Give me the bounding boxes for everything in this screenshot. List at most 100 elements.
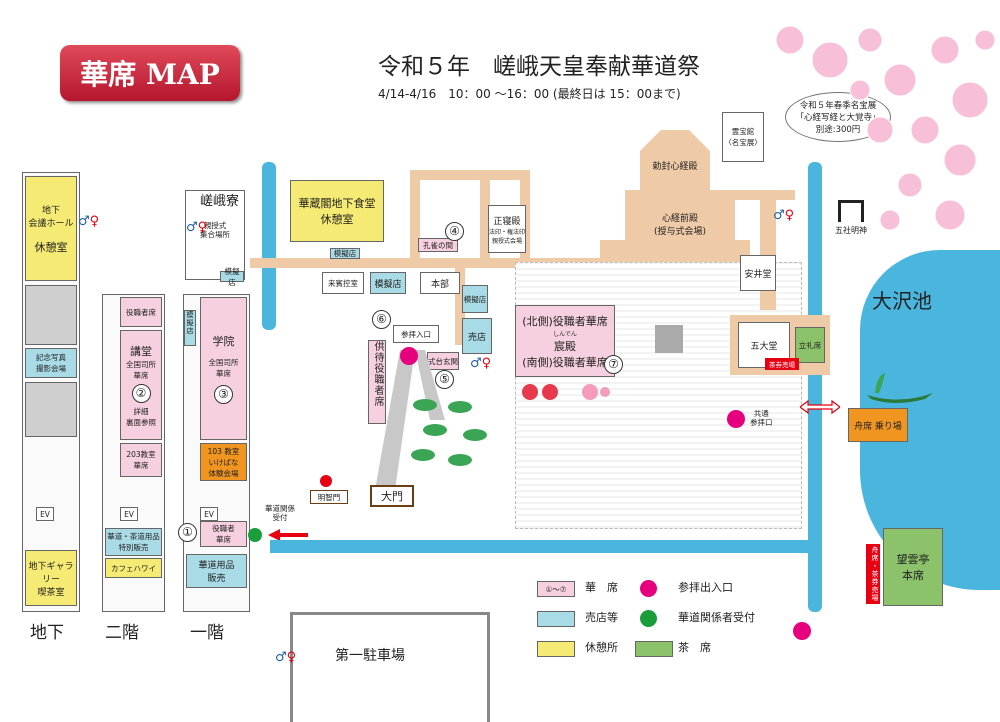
legend-hana-swatch: ①〜⑦ xyxy=(537,581,575,597)
staff-reception-label: 華道関係受付 xyxy=(265,504,295,522)
path-to-shinden xyxy=(455,265,465,345)
osawa-pond-label: 大沢池 xyxy=(872,289,932,313)
cherry-blossom-decoration xyxy=(775,25,996,231)
floor2-room203: 203教室華席 xyxy=(120,443,162,477)
garden-plants xyxy=(411,399,487,466)
torii-icon xyxy=(838,200,864,222)
meichimon-gate: 明智門 xyxy=(310,490,348,504)
page-title: 令和５年 嵯峨天皇奉献華道祭 xyxy=(378,54,700,80)
kazoukaku-building: 華蔵閣地下食堂休憩室 xyxy=(290,180,384,242)
floor2-shop: 華道・茶道用品特別販売 xyxy=(105,528,162,556)
tachirei-seat: 立礼席 xyxy=(795,327,825,363)
event-dates: 4/14-4/16 10：00 〜16：00 (最終日は 15：00まで) xyxy=(378,87,681,101)
legend-tea-label: 茶 席 xyxy=(678,641,711,654)
plum-trees xyxy=(522,384,610,400)
moat-left xyxy=(262,162,276,330)
reihokan: 霊宝館〈名宝展〉 xyxy=(722,112,764,162)
basement-hall: 地下会議ホール 休憩室 xyxy=(25,176,77,281)
legend-rest-swatch xyxy=(537,641,575,657)
legend-rest-label: 休憩所 xyxy=(585,641,618,654)
kujaku-room: 孔雀の間 xyxy=(418,238,458,252)
no-entry-icon xyxy=(320,475,332,487)
staff-reception-dot xyxy=(248,528,262,542)
sanpai-entrance-dot xyxy=(400,347,418,365)
map-badge: 華席 MAP xyxy=(60,45,240,101)
floor1-ev: EV xyxy=(200,507,218,521)
floor2-cafe: カフェハワイ xyxy=(105,558,162,578)
legend-entrance-label: 参拝出入口 xyxy=(678,581,733,594)
floor1-school: 学院 全国司所華席 ③ xyxy=(200,297,247,440)
number-3: ③ xyxy=(214,385,233,404)
floor2-vip: 役職者席 xyxy=(120,297,162,327)
sagaryo-label: 嵯峨寮 xyxy=(200,194,240,209)
basement-photo: 記念写真撮影会場 xyxy=(25,348,77,378)
basement-closed-area-2 xyxy=(25,382,77,437)
gosha-label: 五社明神 xyxy=(835,226,867,235)
boun-pavilion: 望雲亭本席 xyxy=(883,528,943,606)
yasui-hall: 安井堂 xyxy=(740,255,776,291)
parking-lot xyxy=(290,612,490,722)
basement-ev: EV xyxy=(36,507,54,521)
legend-entrance-dot xyxy=(640,580,657,597)
number-5: ⑤ xyxy=(435,370,454,389)
basement-gallery: 地下ギャラリー喫茶室 xyxy=(25,550,77,606)
moat-bottom xyxy=(270,540,820,553)
funa-tag: 舟席・茶券売場 xyxy=(866,544,880,604)
restroom-icon: ♂♀ xyxy=(186,220,208,235)
floor2-hall: 講堂 全国司所華席 ② 詳細裏面参照 xyxy=(120,330,162,440)
path-vertical-left xyxy=(410,170,420,260)
moat-right xyxy=(808,162,822,612)
legend-staff-label: 華道関係者受付 xyxy=(678,611,755,624)
funa-pier: 舟席 乗り場 xyxy=(848,408,908,442)
chokufu-hall: 勅封心経殿 xyxy=(640,130,710,190)
restroom-icon: ♂♀ xyxy=(470,356,492,371)
dragon-boat-icon xyxy=(867,373,933,403)
number-2: ② xyxy=(131,383,151,403)
number-1: ① xyxy=(178,523,197,542)
raihin-room: 来賓控室 xyxy=(322,272,364,294)
number-4: ④ xyxy=(445,222,464,241)
daimon-gate: 大門 xyxy=(370,485,414,507)
godai-hall: 五大堂 xyxy=(738,322,790,368)
kyotsu-entrance-dot xyxy=(727,410,745,428)
sagaryo-shop: 模擬店 xyxy=(220,267,244,287)
mogiten-1: 模擬店 xyxy=(370,272,406,294)
arrow-left-icon xyxy=(268,529,308,541)
sanpai-entrance: 参拝入口 xyxy=(393,325,439,343)
kazoukaku-shop: 模擬店 xyxy=(330,248,360,259)
number-7: ⑦ xyxy=(604,355,623,374)
exhibition-callout: 令和５年春季名宝展「心経写経と大覚寺」別途:300円 xyxy=(785,92,891,142)
shinden-building: (北側)役職者華席 しんでん 宸殿 (南側)役職者華席 xyxy=(515,305,615,377)
chaken-booth: 茶券売場 xyxy=(765,358,799,370)
restroom-icon: ♂♀ xyxy=(773,208,795,223)
floor1-vip: 役職者華席 xyxy=(200,521,247,547)
number-6: ⑥ xyxy=(372,310,391,329)
main-path-horizontal xyxy=(250,258,610,268)
path-vertical-mid xyxy=(480,170,490,260)
label-floor1: 一階 xyxy=(190,623,224,643)
label-floor2: 二階 xyxy=(105,623,139,643)
approach-path xyxy=(375,350,445,490)
floor1-shop-tag: 模擬店 xyxy=(184,310,196,346)
mogiten-2: 模擬店 xyxy=(462,285,488,313)
legend-shop-label: 売店等 xyxy=(585,611,618,624)
double-arrow-icon xyxy=(800,399,840,415)
sagaryo-building: 嵯峨寮 親授式集合場所 xyxy=(185,190,245,280)
label-basement: 地下 xyxy=(30,623,64,643)
courtyard-stone xyxy=(655,325,683,353)
basement-closed-area xyxy=(25,285,77,345)
south-entrance-dot xyxy=(793,622,811,640)
honbu: 本部 xyxy=(420,272,460,294)
legend-hana-label: 華 席 xyxy=(585,581,618,594)
floor1-room103: 103 教室いけばな体験会場 xyxy=(200,443,247,481)
legend-tea-swatch xyxy=(635,641,673,657)
floor1-supplies: 華道用品販売 xyxy=(186,554,247,588)
parking-label: 第一駐車場 xyxy=(335,648,405,664)
restroom-icon: ♂♀ xyxy=(78,214,100,229)
shoshinden-building: 正寝殿 法印・権法印親授式会場 xyxy=(488,205,526,253)
sagaryo-sub: 親授式集合場所 xyxy=(200,221,230,239)
kyotsu-entrance: 共通参拝口 xyxy=(750,409,773,427)
kyoji-room: 供待役職者席 xyxy=(368,340,386,424)
path-top xyxy=(410,170,530,180)
baiten: 売店 xyxy=(462,318,492,354)
